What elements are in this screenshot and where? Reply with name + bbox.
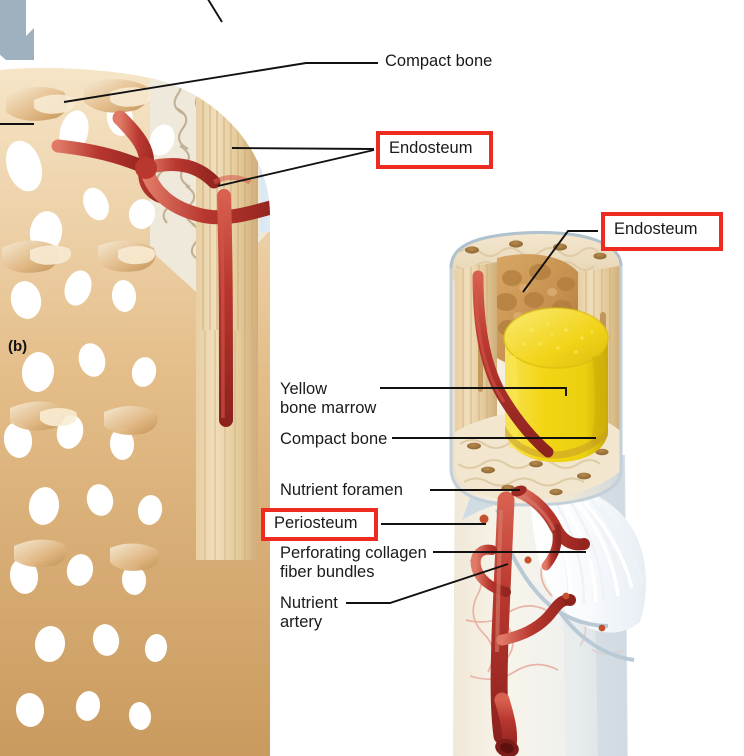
leader-yellow-marrow xyxy=(380,387,567,396)
panel-letter-b: (b) xyxy=(8,338,28,355)
leader-top-cutoff xyxy=(207,0,223,23)
long-bone-shaft xyxy=(449,231,647,756)
label-nutrient-foramen: Nutrient foramen xyxy=(280,481,403,499)
label-endosteum-left: Endosteum xyxy=(389,139,473,157)
spongy-bone-section xyxy=(0,68,270,756)
label-endosteum-right: Endosteum xyxy=(614,220,698,238)
marrow-speckle xyxy=(522,322,594,354)
bone-head-cutaway xyxy=(451,232,621,505)
label-periosteum: Periosteum xyxy=(274,514,358,532)
highlight-box-endosteum-right[interactable]: Endosteum xyxy=(601,212,723,251)
leader-lines xyxy=(0,0,598,604)
leader-endosteum-b xyxy=(217,149,375,187)
arrow-indicator-top-left xyxy=(0,0,34,60)
yellow-bone-marrow-mass xyxy=(503,307,609,463)
leader-nutrient-artery xyxy=(346,563,509,604)
label-yellow-bone-marrow: Yellow bone marrow xyxy=(280,380,377,417)
label-compact-bone-top: Compact bone xyxy=(385,52,493,70)
nutrient-artery-system xyxy=(470,485,606,756)
leader-compact-bone-top xyxy=(63,62,378,103)
highlight-box-endosteum-left[interactable]: Endosteum xyxy=(376,131,493,169)
label-perforating-fibers: Perforating collagen fiber bundles xyxy=(280,544,427,581)
label-compact-bone-shaft: Compact bone xyxy=(280,430,388,448)
label-nutrient-artery: Nutrient artery xyxy=(280,594,338,631)
leader-endosteum-a xyxy=(231,147,375,150)
highlight-box-periosteum[interactable]: Periosteum xyxy=(261,508,378,541)
trabecular-blood-vessels xyxy=(51,110,270,427)
leader-endosteum-right xyxy=(522,230,598,293)
